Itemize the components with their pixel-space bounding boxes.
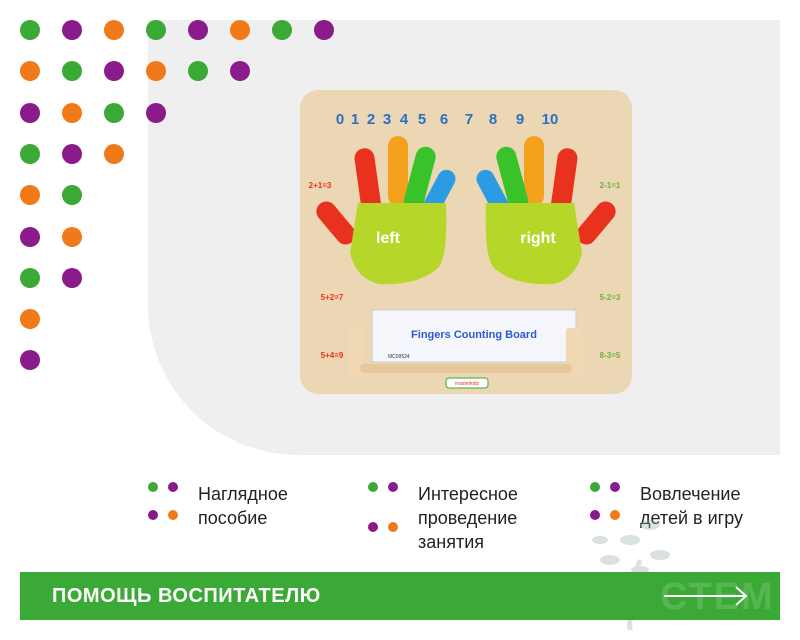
decorative-dot xyxy=(62,143,82,164)
feature-interesting-lesson: Интересное проведение занятия xyxy=(368,482,518,554)
decorative-dot xyxy=(314,20,334,40)
board-number: 9 xyxy=(516,111,524,128)
board-number: 7 xyxy=(465,111,473,128)
board-number: 6 xyxy=(440,111,448,128)
help-teacher-banner[interactable]: ПОМОЩЬ ВОСПИТАТЕЛЮ СТЕМ xyxy=(20,572,780,620)
board-number: 3 xyxy=(383,111,391,128)
feature-text: Интересное проведение занятия xyxy=(418,484,518,552)
feature-visual-aid: Наглядное пособие xyxy=(148,482,288,530)
feature-child-engagement: Вовлечение детей в игру xyxy=(590,482,743,530)
svg-text:2+1=3: 2+1=3 xyxy=(309,181,332,190)
svg-text:MC09524: MC09524 xyxy=(388,354,410,360)
decorative-dot xyxy=(20,102,40,123)
svg-text:2-1=1: 2-1=1 xyxy=(600,181,621,190)
board-number: 8 xyxy=(489,111,497,128)
feature-text: Наглядное пособие xyxy=(198,484,288,528)
feature-dots-icon xyxy=(590,482,620,530)
decorative-dot xyxy=(20,309,40,330)
decorative-dot xyxy=(62,267,82,288)
decorative-dot xyxy=(20,350,40,371)
arrow-right-icon[interactable] xyxy=(662,582,752,610)
decorative-dot xyxy=(104,20,124,40)
svg-text:5+2=7: 5+2=7 xyxy=(321,293,344,302)
decorative-dot xyxy=(62,20,82,40)
svg-text:5+4=9: 5+4=9 xyxy=(321,351,344,360)
decorative-dot xyxy=(146,20,166,40)
svg-text:masterkidz: masterkidz xyxy=(455,381,480,387)
decorative-dot xyxy=(146,102,166,123)
decorative-dot xyxy=(62,226,82,247)
svg-text:5-2=3: 5-2=3 xyxy=(600,293,621,302)
svg-text:Fingers Counting Board: Fingers Counting Board xyxy=(411,329,537,341)
feature-dots-icon xyxy=(148,482,178,530)
feature-text: Вовлечение детей в игру xyxy=(640,484,744,528)
board-number: 10 xyxy=(542,111,559,128)
board-number: 1 xyxy=(351,111,359,128)
decorative-dot xyxy=(20,226,40,247)
decorative-dot xyxy=(62,61,82,82)
svg-text:left: left xyxy=(376,230,401,247)
decorative-dot xyxy=(104,102,124,123)
decorative-dot xyxy=(104,61,124,82)
decorative-dot xyxy=(62,185,82,206)
decorative-dot xyxy=(230,61,250,82)
svg-text:8-3=5: 8-3=5 xyxy=(600,351,621,360)
decorative-dot xyxy=(188,20,208,40)
decorative-dot xyxy=(20,267,40,288)
decorative-dot xyxy=(20,143,40,164)
decorative-dot xyxy=(20,61,40,82)
left-hand: left xyxy=(316,136,456,285)
right-hand: right xyxy=(476,136,616,285)
decorative-dot xyxy=(104,143,124,164)
banner-label: ПОМОЩЬ ВОСПИТАТЕЛЮ xyxy=(52,584,321,607)
decorative-dot xyxy=(20,185,40,206)
svg-text:right: right xyxy=(520,230,556,247)
decorative-dot xyxy=(20,20,40,40)
decorative-dot xyxy=(188,61,208,82)
decorative-dot xyxy=(230,20,250,40)
board-number: 2 xyxy=(367,111,375,128)
board-number: 0 xyxy=(336,111,344,128)
decorative-dot xyxy=(272,20,292,40)
board-number: 4 xyxy=(400,111,409,128)
decorative-dot xyxy=(146,61,166,82)
decorative-dot xyxy=(62,102,82,123)
feature-dots-icon xyxy=(368,482,398,554)
board-number: 5 xyxy=(418,111,426,128)
